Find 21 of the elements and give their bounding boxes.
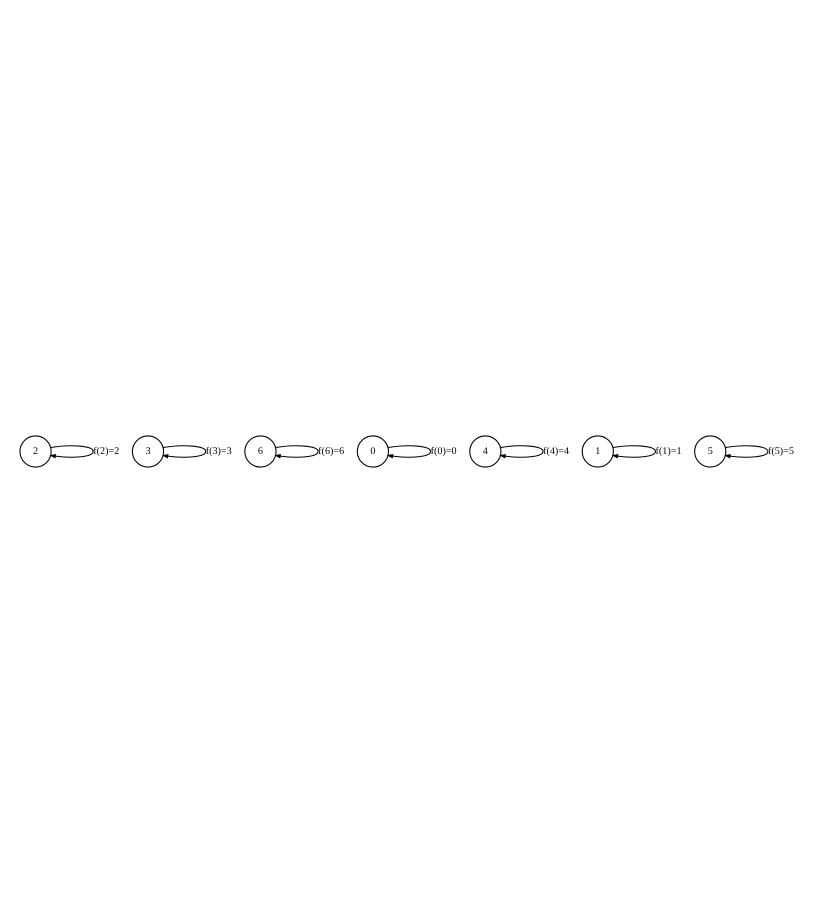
node-circle: 6 [244, 435, 277, 468]
arrow [724, 445, 768, 458]
edge-label: f(1)=1 [656, 446, 682, 458]
edge-label: f(0)=0 [430, 446, 457, 458]
node-circle: 0 [356, 435, 390, 468]
node-circle: 4 [469, 435, 502, 468]
edge-label: f(3)=3 [206, 446, 232, 458]
arrow [386, 445, 432, 458]
node-circle: 5 [694, 435, 726, 468]
edge-label: f(2)=2 [93, 446, 120, 458]
edge-label: f(4)=4 [543, 446, 570, 458]
edge-label: f(5)=5 [768, 446, 794, 458]
node-circle: 3 [132, 435, 164, 468]
arrow [162, 445, 206, 458]
node-circle: 1 [582, 435, 614, 468]
arrow [612, 445, 656, 458]
arrow [274, 445, 319, 458]
arrow [49, 445, 94, 458]
node-circle: 2 [19, 435, 52, 468]
edge-label: f(6)=6 [318, 446, 344, 458]
arrow [499, 445, 544, 458]
